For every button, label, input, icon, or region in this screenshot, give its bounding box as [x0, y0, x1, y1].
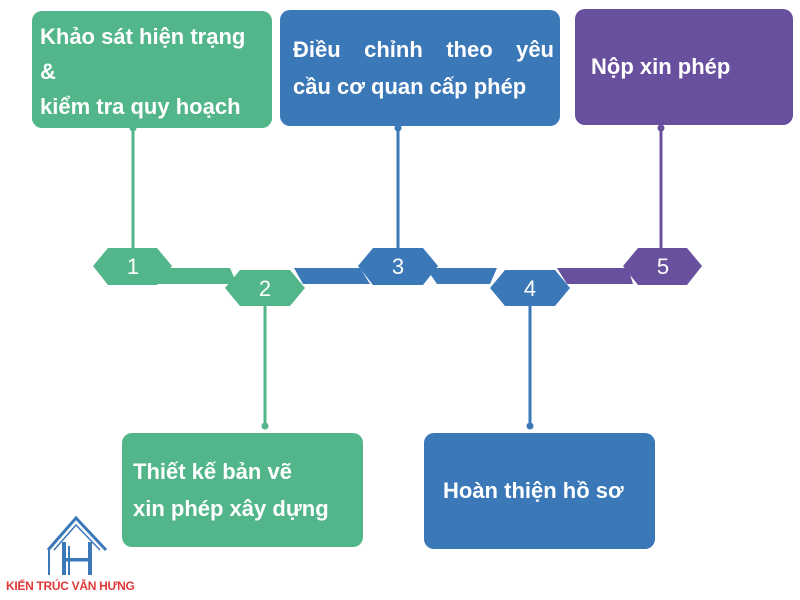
step-number-5: 5	[657, 254, 669, 279]
connector-4-dot	[526, 422, 534, 430]
step-box-5: Nộp xin phép	[575, 9, 793, 125]
step-number-1: 1	[127, 254, 139, 279]
band-segment-1	[158, 268, 237, 284]
step-1-line-2: &	[40, 59, 56, 84]
step-2-line-2: xin phép xây dựng	[133, 496, 329, 521]
connector-3-dot	[394, 124, 402, 132]
step-number-3: 3	[392, 254, 404, 279]
step-marker-2	[225, 270, 305, 306]
step-box-4: Hoàn thiện hồ sơ	[424, 433, 655, 549]
connector-2-dot	[261, 422, 269, 430]
logo-wordmark: KIẾN TRÚC VĂN HƯNG	[6, 579, 135, 593]
band-segment-3	[426, 268, 497, 284]
step-1-line-3: kiểm tra quy hoạch	[40, 94, 241, 119]
step-3-line-2: cầu cơ quan cấp phép	[293, 74, 527, 99]
step-marker-3	[358, 248, 438, 285]
step-box-1: Khảo sát hiện trạng & kiểm tra quy hoạch	[32, 11, 272, 128]
step-5-line-1: Nộp xin phép	[591, 54, 731, 79]
step-number-4: 4	[524, 276, 536, 301]
step-number-2: 2	[259, 276, 271, 301]
step-marker-5	[623, 248, 702, 285]
step-marker-1	[93, 248, 172, 285]
step-3-line-1: Điều chỉnh theo yêu	[293, 37, 554, 62]
step-box-3: Điều chỉnh theo yêu cầu cơ quan cấp phép	[280, 10, 560, 126]
connector-5-dot	[657, 124, 665, 132]
band-segment-2	[294, 268, 370, 284]
step-box-2: Thiết kế bản vẽ xin phép xây dựng	[122, 433, 363, 547]
house-h-logo-icon	[46, 515, 108, 575]
step-2-line-1: Thiết kế bản vẽ	[133, 459, 292, 484]
step-marker-4	[490, 270, 570, 306]
step-1-line-1: Khảo sát hiện trạng	[40, 24, 246, 49]
step-4-line-1: Hoàn thiện hồ sơ	[443, 478, 624, 503]
band-segment-4	[557, 268, 633, 284]
